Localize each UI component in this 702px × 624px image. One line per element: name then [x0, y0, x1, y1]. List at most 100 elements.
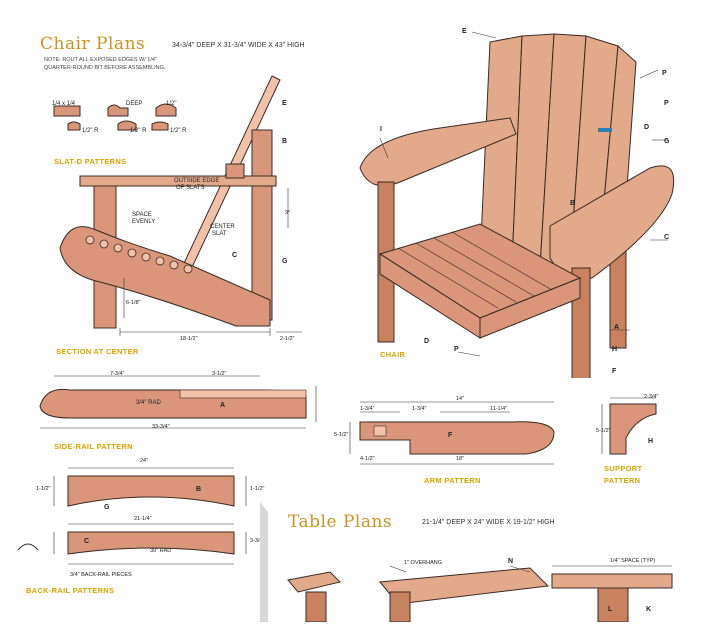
arm-dim-top-4: 11-1/4"	[490, 406, 508, 412]
chair-seat	[378, 223, 582, 339]
section-side-rail	[59, 226, 271, 327]
slat-label-1: 1/4 x 1/4	[52, 101, 76, 107]
chair-letter-b: B	[570, 200, 576, 207]
label-outside-edge-1: OUTSIDE EDGE	[174, 178, 220, 184]
slat-profile-2	[107, 104, 129, 117]
back-rail-curve-detail	[17, 543, 39, 551]
chair-letter-p-top: P	[662, 70, 667, 77]
back-rail-patterns-drawing	[17, 467, 247, 565]
section-dimension-lines	[119, 188, 302, 336]
chair-plans-dimensions: 34-3/4" DEEP X 31-3/4" WIDE X 43" HIGH	[172, 42, 305, 49]
label-space-1: SPACE	[132, 212, 152, 218]
label-center-1: CENTER	[210, 224, 235, 230]
back-rail-dim-top: 24"	[140, 458, 149, 464]
arm-dim-top-3: 1-3/4"	[412, 406, 427, 412]
back-rail-footnote: 3/4" BACK-RAIL PIECES	[70, 572, 132, 578]
arm-notch	[373, 425, 387, 437]
table-leg-mid	[389, 591, 411, 622]
arm-dimension-lines	[349, 401, 554, 465]
back-rail-dim-left: 1-1/2"	[36, 486, 51, 492]
chair-letter-d: D	[644, 124, 650, 131]
table-label-n: N	[508, 558, 514, 565]
table-label-spacer: 1/4" SPACE (TYP)	[610, 558, 656, 564]
section-arm	[79, 175, 277, 187]
slat-label-5: 1/2" R	[130, 128, 147, 134]
arm-dim-bottom-2: 18"	[456, 456, 465, 462]
side-rail-dim-bottom: 33-3/4"	[152, 424, 170, 430]
section-letter-b: B	[282, 138, 288, 145]
back-rail-part-mid: G	[104, 504, 110, 511]
chair-letter-h: H	[612, 346, 618, 353]
side-rail-caption: SIDE-RAIL PATTERN	[54, 442, 133, 451]
chair-note-line1: NOTE: ROUT ALL EXPOSED EDGES W/ 1/4"	[44, 57, 157, 63]
slat-profile-1	[53, 105, 81, 117]
section-letter-c: C	[232, 252, 238, 259]
support-shape	[609, 403, 657, 455]
section-letter-g: G	[282, 258, 288, 265]
side-rail-inner-note: 3/4" RAD	[136, 400, 161, 406]
support-caption-1: SUPPORT	[604, 464, 643, 473]
side-rail-dimension-lines	[40, 375, 317, 429]
chair-letter-p-bottom: P	[454, 346, 459, 353]
back-rail-dimension-lines	[53, 467, 247, 565]
table-label-l: L	[608, 606, 613, 613]
table-side-top	[551, 573, 673, 589]
chair-letter-g: G	[664, 138, 670, 145]
chair-letter-f: F	[612, 368, 617, 375]
label-space-2: EVENLY	[132, 219, 156, 225]
slat-label-3: 1/2"	[166, 101, 177, 107]
chair-hardware-bolt	[598, 128, 612, 132]
table-label-overhang: 1" OVERHANG	[404, 560, 443, 566]
arm-part-label: F	[448, 432, 453, 439]
support-pattern-drawing	[601, 397, 657, 455]
chair-letter-i: I	[380, 126, 382, 133]
back-rail-caption: BACK-RAIL PATTERNS	[26, 586, 115, 595]
chair-letter-a: A	[614, 324, 620, 331]
section-support-block	[225, 163, 245, 179]
label-outside-edge-2: OF SLATS	[176, 185, 205, 191]
back-rail-bottom	[67, 531, 235, 555]
section-seat-slats	[85, 235, 193, 274]
chair-caption: CHAIR	[380, 350, 406, 359]
section-dim-angle: 9°	[285, 210, 291, 216]
slat-patterns-caption: SLAT-D PATTERNS	[54, 157, 127, 166]
section-dim-bottom-right: 2-1/2"	[280, 336, 295, 342]
back-rail-part-top: B	[196, 486, 202, 493]
side-rail-dim-top-left: 7-3/4"	[110, 371, 125, 377]
arm-dim-top-1: 1-3/4"	[360, 406, 375, 412]
chair-note-line2: QUARTER-ROUND BIT BEFORE ASSEMBLING.	[44, 65, 166, 71]
label-center-2: SLAT	[212, 231, 227, 237]
support-dim-2: 5-1/2"	[596, 428, 611, 434]
chair-letter-c: C	[664, 234, 670, 241]
slat-profile-6	[151, 121, 169, 131]
arm-dim-top-2: 14"	[456, 396, 465, 402]
arm-pattern-caption: ARM PATTERN	[424, 476, 481, 485]
section-rear-leg	[251, 129, 273, 321]
chair-letter-d-bottom: D	[424, 338, 430, 345]
slat-label-2: DEEP	[126, 101, 143, 107]
chair-left-arm	[359, 117, 517, 187]
support-part-label: H	[648, 438, 654, 445]
section-at-center-drawing	[59, 75, 302, 336]
arm-dim-bottom-1: 4-1/2"	[360, 456, 375, 462]
table-plans-title: Table Plans	[288, 512, 393, 532]
support-caption-2: PATTERN	[604, 476, 641, 485]
slat-label-4: 1/2" R	[82, 128, 99, 134]
back-rail-radius: 30" RAD	[150, 548, 172, 554]
arm-pattern-drawing	[349, 401, 555, 465]
slat-label-6: 1/2" R	[170, 128, 187, 134]
table-part-left	[287, 571, 341, 593]
chair-letter-e-top: E	[462, 28, 467, 35]
side-rail-top-strip	[179, 389, 307, 399]
table-drawing	[287, 565, 673, 622]
back-rail-part-bottom: C	[84, 538, 90, 545]
arm-shape	[359, 421, 555, 455]
section-letter-e: E	[282, 100, 287, 107]
slat-profile-5	[117, 120, 137, 131]
slat-profile-4	[67, 121, 81, 131]
back-rail-top	[67, 475, 235, 507]
section-dim-bottom-left: 18-1/2"	[180, 336, 198, 342]
table-leg-right	[597, 587, 629, 622]
arm-dim-side: 5-1/2"	[334, 432, 349, 438]
